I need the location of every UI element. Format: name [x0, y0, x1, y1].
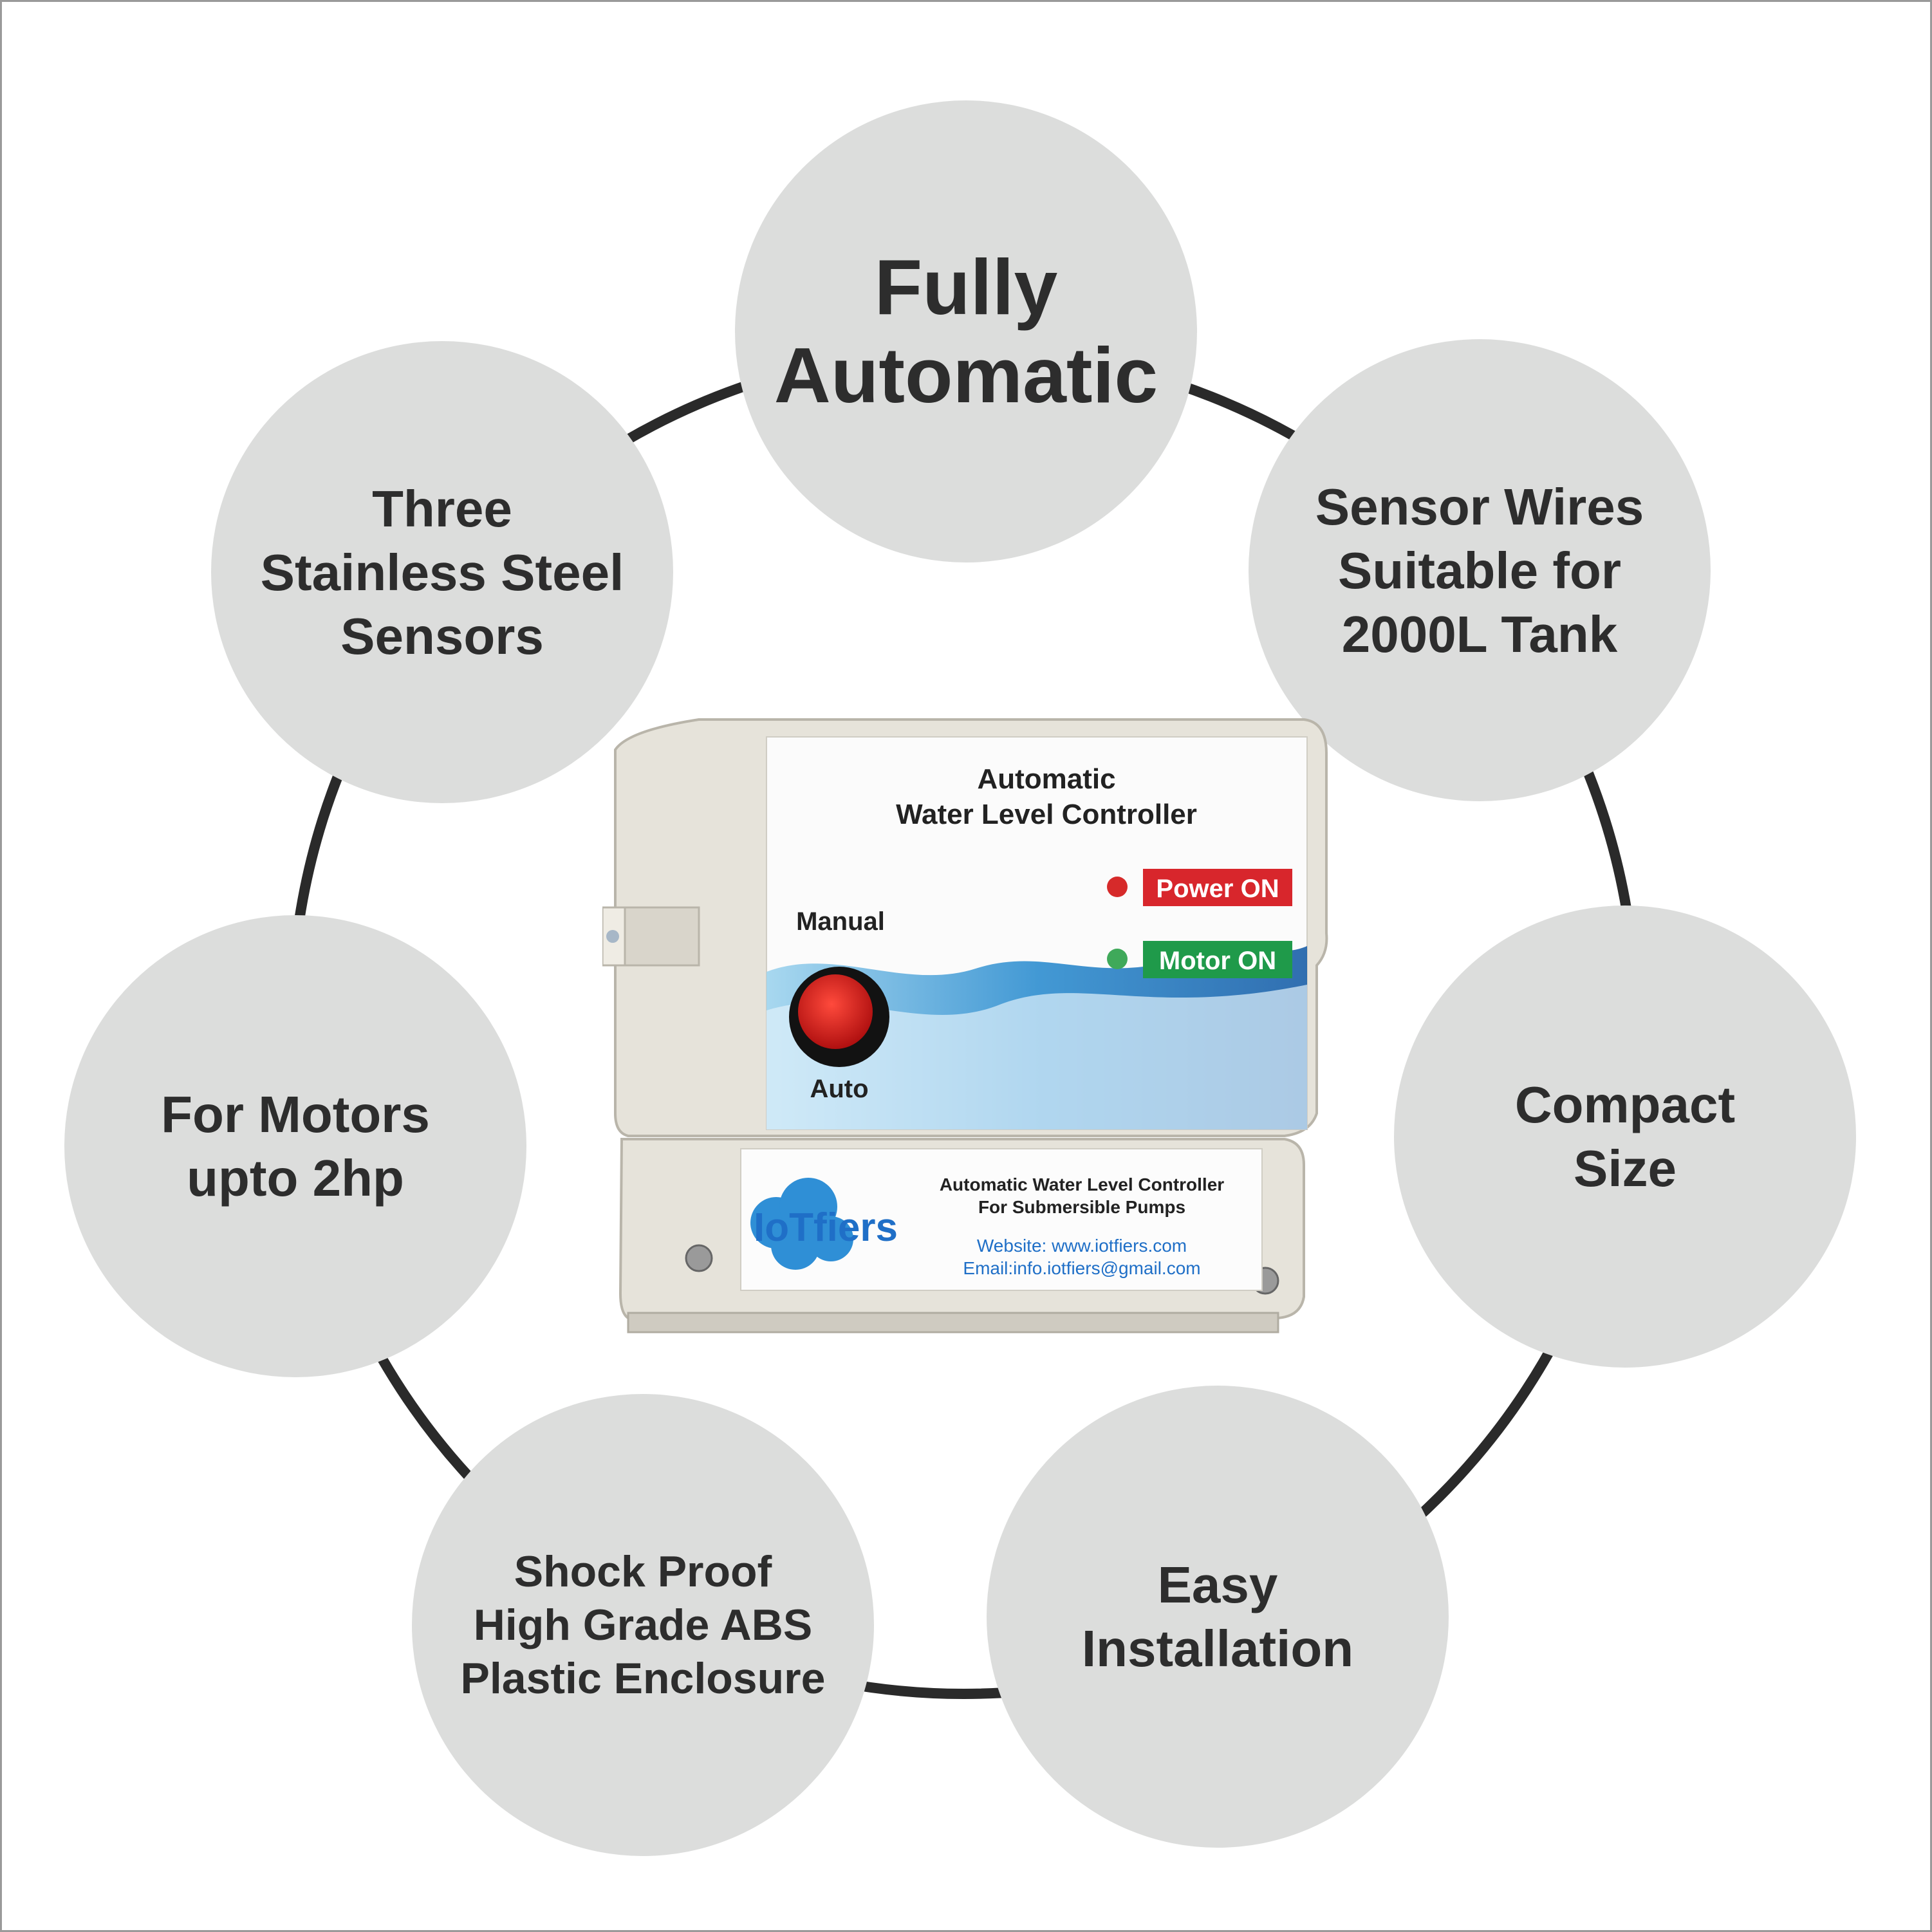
- device-email: Email:info.iotfiers@gmail.com: [963, 1258, 1200, 1278]
- device-desc-line1: Automatic Water Level Controller: [940, 1175, 1224, 1194]
- device-desc-line2: For Submersible Pumps: [978, 1197, 1185, 1217]
- lower-housing: [618, 1138, 1305, 1333]
- mode-switch-button: [798, 974, 873, 1049]
- front-label: [766, 736, 1308, 1130]
- motor-badge: [1143, 941, 1292, 978]
- manual-label: Manual: [796, 907, 885, 936]
- feature-abs-enclosure: Shock Proof High Grade ABS Plastic Enclo…: [412, 1394, 874, 1856]
- feature-motor-capacity: For Motors upto 2hp: [64, 915, 526, 1377]
- feature-compact-size: Compact Size: [1394, 906, 1856, 1368]
- motor-led: [1107, 949, 1128, 969]
- feature-easy-installation: Easy Installation: [987, 1386, 1449, 1848]
- brand-logo-cloud: [750, 1178, 853, 1270]
- brand-name: IoTfiers: [754, 1205, 898, 1250]
- auto-label: Auto: [810, 1075, 868, 1103]
- feature-fully-automatic: Fully Automatic: [735, 100, 1197, 562]
- device-title-line2: Water Level Controller: [896, 799, 1197, 830]
- feature-sensor-wires: Sensor Wires Suitable for 2000L Tank: [1249, 339, 1711, 801]
- power-badge: [1143, 869, 1292, 906]
- power-label: Power ON: [1156, 875, 1279, 903]
- device-title-line1: Automatic: [977, 763, 1115, 795]
- controller-device-image: Automatic Water Level Controller Power O…: [602, 718, 1328, 1333]
- motor-label: Motor ON: [1159, 947, 1276, 975]
- feature-stainless-sensors: Three Stainless Steel Sensors: [211, 341, 673, 803]
- power-led: [1107, 877, 1128, 897]
- device-website: Website: www.iotfiers.com: [977, 1236, 1187, 1256]
